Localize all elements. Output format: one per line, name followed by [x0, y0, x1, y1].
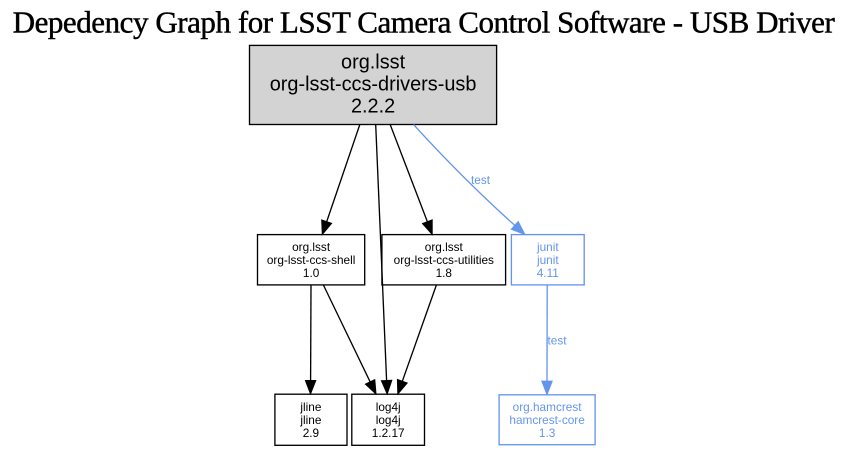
svg-text:org-lsst-ccs-drivers-usb: org-lsst-ccs-drivers-usb: [270, 73, 477, 95]
svg-text:junit: junit: [536, 253, 559, 267]
svg-text:junit: junit: [536, 240, 559, 254]
svg-text:2.9: 2.9: [303, 426, 319, 440]
svg-text:org.lsst: org.lsst: [341, 51, 406, 73]
svg-text:test: test: [471, 173, 491, 187]
svg-text:org.hamcrest: org.hamcrest: [513, 400, 583, 414]
svg-text:org.lsst: org.lsst: [292, 240, 331, 254]
svg-text:org-lsst-ccs-shell: org-lsst-ccs-shell: [267, 253, 356, 267]
svg-text:1.2.17: 1.2.17: [372, 426, 405, 440]
svg-text:1.0: 1.0: [303, 266, 320, 280]
svg-text:org-lsst-ccs-utilities: org-lsst-ccs-utilities: [394, 253, 494, 267]
svg-text:log4j: log4j: [376, 400, 401, 414]
svg-text:1.3: 1.3: [539, 426, 556, 440]
svg-text:hamcrest-core: hamcrest-core: [509, 413, 585, 427]
svg-text:Depedency Graph for LSST Camer: Depedency Graph for LSST Camera Control …: [13, 4, 836, 39]
svg-text:4.11: 4.11: [537, 266, 559, 280]
svg-text:test: test: [548, 334, 568, 348]
svg-text:jline: jline: [299, 400, 321, 414]
svg-text:jline: jline: [299, 413, 321, 427]
svg-text:2.2.2: 2.2.2: [351, 95, 395, 117]
svg-text:1.8: 1.8: [436, 266, 453, 280]
svg-text:org.lsst: org.lsst: [425, 240, 464, 254]
svg-text:log4j: log4j: [376, 413, 401, 427]
